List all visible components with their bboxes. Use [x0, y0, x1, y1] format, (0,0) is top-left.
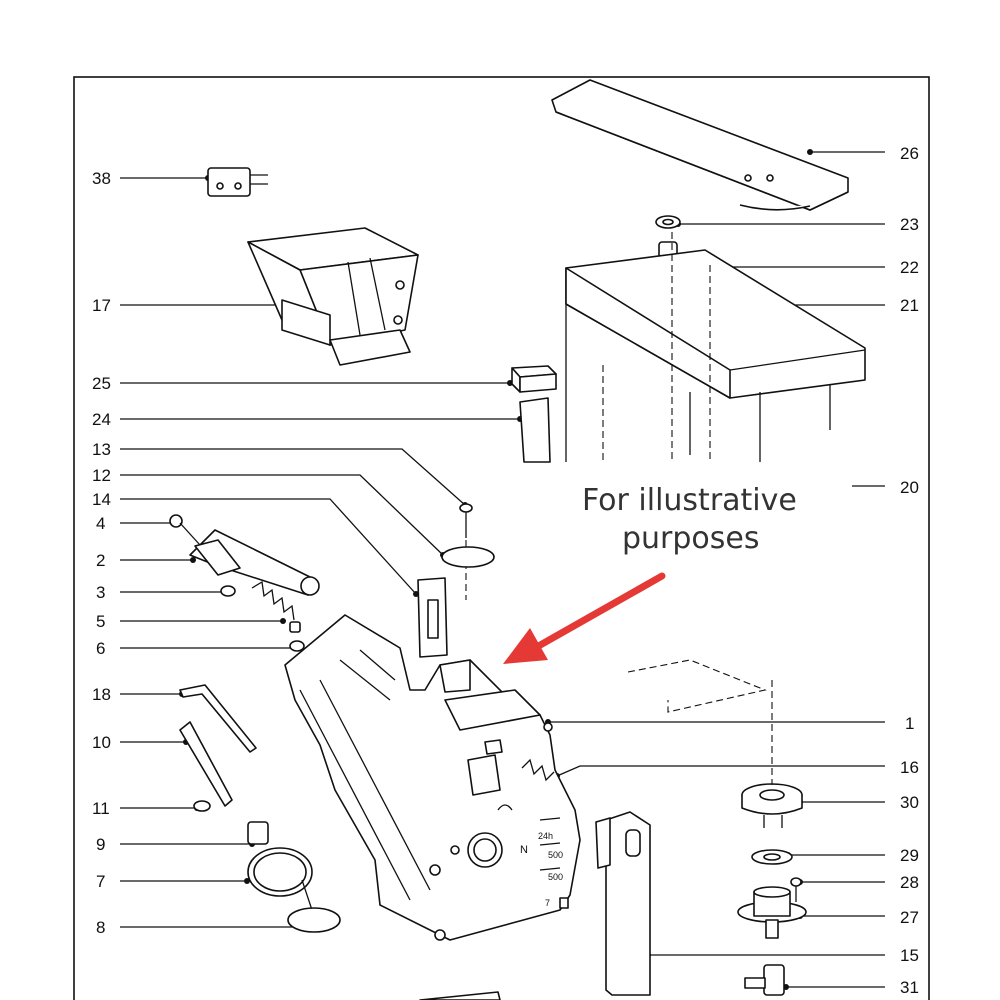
part-15-handle — [595, 811, 651, 996]
hidden-outline — [627, 659, 767, 713]
callout-38: 38 — [92, 169, 111, 188]
part-9-coupler — [247, 821, 269, 845]
panel-label-500b: 500 — [548, 872, 563, 882]
part-8-filter — [287, 879, 341, 933]
panel-label-n: N — [520, 844, 528, 856]
callout-22: 22 — [900, 258, 919, 277]
part-26-lid — [551, 79, 849, 211]
callout-12: 12 — [92, 466, 111, 485]
part-20-housing — [565, 232, 866, 462]
part-16-spring — [521, 758, 555, 782]
left-callouts — [120, 175, 523, 930]
part-23-washer — [655, 215, 681, 229]
callout-11: 11 — [92, 799, 110, 818]
part-28-screw — [790, 877, 802, 902]
part-17-funnel — [247, 227, 419, 366]
part-2-lever — [189, 529, 320, 596]
part-5-spring — [251, 580, 301, 633]
panel-label-7: 7 — [545, 898, 550, 908]
part-1-main-body — [284, 614, 581, 941]
panel-label-24h: 24h — [538, 831, 553, 841]
part-7-ring — [247, 847, 313, 897]
callout-27: 27 — [900, 908, 919, 927]
callout-20: 20 — [900, 478, 919, 497]
part-38-microswitch — [207, 167, 268, 197]
callout-7: 7 — [96, 872, 105, 891]
part-bottom-partial — [419, 991, 501, 1000]
callout-30: 30 — [900, 793, 919, 812]
callout-24: 24 — [92, 410, 111, 429]
part-10-shaft — [179, 721, 233, 807]
note-line-2: purposes — [622, 521, 760, 556]
callout-6: 6 — [96, 639, 105, 658]
callout-28: 28 — [900, 873, 919, 892]
callout-23: 23 — [900, 215, 919, 234]
part-29-washer — [751, 849, 793, 865]
part-12-disc — [441, 546, 495, 568]
part-4-screw — [169, 514, 201, 546]
part-27-flange — [737, 886, 807, 939]
part-25-block — [511, 365, 557, 393]
part-11-pin — [193, 800, 211, 812]
callout-15: 15 — [900, 946, 919, 965]
callout-13: 13 — [92, 440, 111, 459]
callout-1: 1 — [905, 714, 914, 733]
callout-3: 3 — [96, 583, 105, 602]
part-14-plate — [417, 577, 448, 658]
part-31-connector — [744, 964, 785, 996]
panel-label-500a: 500 — [548, 850, 563, 860]
callout-25: 25 — [92, 374, 111, 393]
callout-8: 8 — [96, 918, 105, 937]
callout-26: 26 — [900, 144, 919, 163]
callout-17: 17 — [92, 296, 111, 315]
part-24-bar — [519, 397, 551, 463]
callout-29: 29 — [900, 846, 919, 865]
callout-21: 21 — [900, 296, 919, 315]
callout-10: 10 — [92, 733, 111, 752]
callout-14: 14 — [92, 490, 111, 509]
callout-31: 31 — [900, 978, 919, 997]
callout-5: 5 — [96, 612, 105, 631]
part-3-pin — [220, 585, 236, 597]
callout-9: 9 — [96, 835, 105, 854]
part-18-hex-key — [179, 684, 257, 753]
callout-16: 16 — [900, 758, 919, 777]
diagram-frame — [73, 76, 930, 1000]
arrow-icon — [503, 572, 666, 664]
part-30-nut — [741, 680, 803, 828]
right-callout-numbers: 26 23 22 21 20 1 16 30 29 28 27 15 31 — [900, 144, 919, 997]
note-line-1: For illustrative — [582, 483, 797, 518]
part-6-cap — [289, 640, 305, 652]
part-13-screw — [459, 503, 473, 600]
left-callout-numbers: 38 17 25 24 13 12 14 4 2 3 5 6 18 10 11 … — [92, 169, 111, 937]
callout-4: 4 — [96, 514, 105, 533]
callout-2: 2 — [96, 551, 105, 570]
callout-18: 18 — [92, 685, 111, 704]
